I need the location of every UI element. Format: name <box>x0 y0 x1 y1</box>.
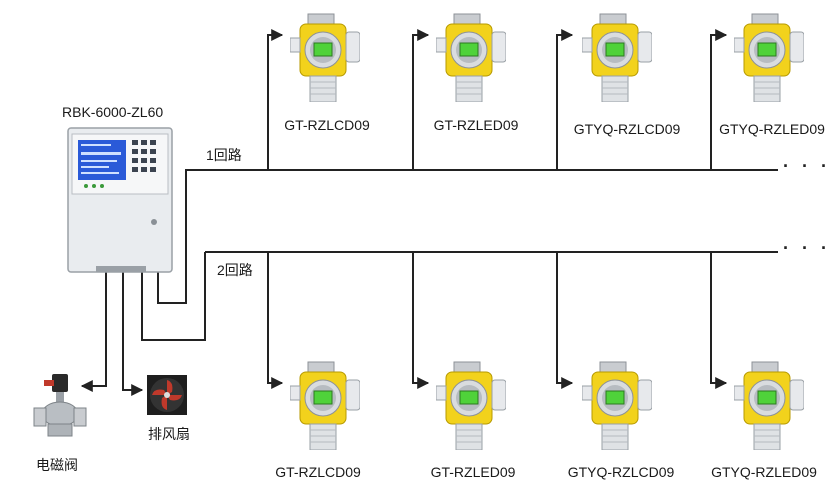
loop2-detector-3-label: GTYQ-RZLCD09 <box>567 464 675 480</box>
loop2-detector-2-image <box>436 361 506 450</box>
loop2-label: 2回路 <box>217 262 253 278</box>
exhaust-fan-icon <box>147 375 187 415</box>
loop1-label: 1回路 <box>206 147 242 163</box>
loop1-detector-3-image <box>582 13 652 102</box>
loop2-detector-4-label: GTYQ-RZLED09 <box>711 464 817 480</box>
loop2-detector-4-image <box>734 361 804 450</box>
loop1-detector-1-label: GT-RZLCD09 <box>284 117 370 133</box>
loop1-drop-2 <box>412 29 430 170</box>
valve-label: 电磁阀 <box>36 457 78 473</box>
controller-model-label: RBK-6000-ZL60 <box>62 104 164 120</box>
fan-label: 排风扇 <box>148 426 190 442</box>
loop1-detector-4-image <box>734 13 804 102</box>
loop2-drop-4 <box>710 252 728 389</box>
loop2-detector-3-image <box>582 361 652 450</box>
loop2-detector-1-image <box>290 361 360 450</box>
controller-to-valve <box>80 272 107 392</box>
loop2-drop-3 <box>556 252 574 389</box>
loop2-detector-2-label: GT-RZLED09 <box>430 464 516 480</box>
loop1-detector-2-label: GT-RZLED09 <box>433 117 519 133</box>
loop1-more-indicator: · · · <box>783 156 831 176</box>
loop1-drop-4 <box>710 29 728 170</box>
loop2-drop-1 <box>267 252 284 389</box>
controller-to-fan <box>122 272 144 396</box>
controller-to-loop1 <box>157 169 205 304</box>
loop2-more-indicator: · · · <box>783 238 831 258</box>
loop2-drop-2 <box>412 252 430 389</box>
solenoid-valve-icon <box>33 374 87 437</box>
loop2-detector-1-label: GT-RZLCD09 <box>275 464 361 480</box>
loop1-drop-3 <box>556 29 574 170</box>
loop1-detector-2-image <box>436 13 506 102</box>
controller-to-loop2 <box>141 252 206 341</box>
loop1-detector-3-label: GTYQ-RZLCD09 <box>573 121 681 137</box>
loop1-detector-1-image <box>290 13 360 102</box>
controller-unit <box>67 127 173 273</box>
loop1-detector-4-label: GTYQ-RZLED09 <box>719 121 825 137</box>
loop1-drop-1 <box>267 29 284 170</box>
